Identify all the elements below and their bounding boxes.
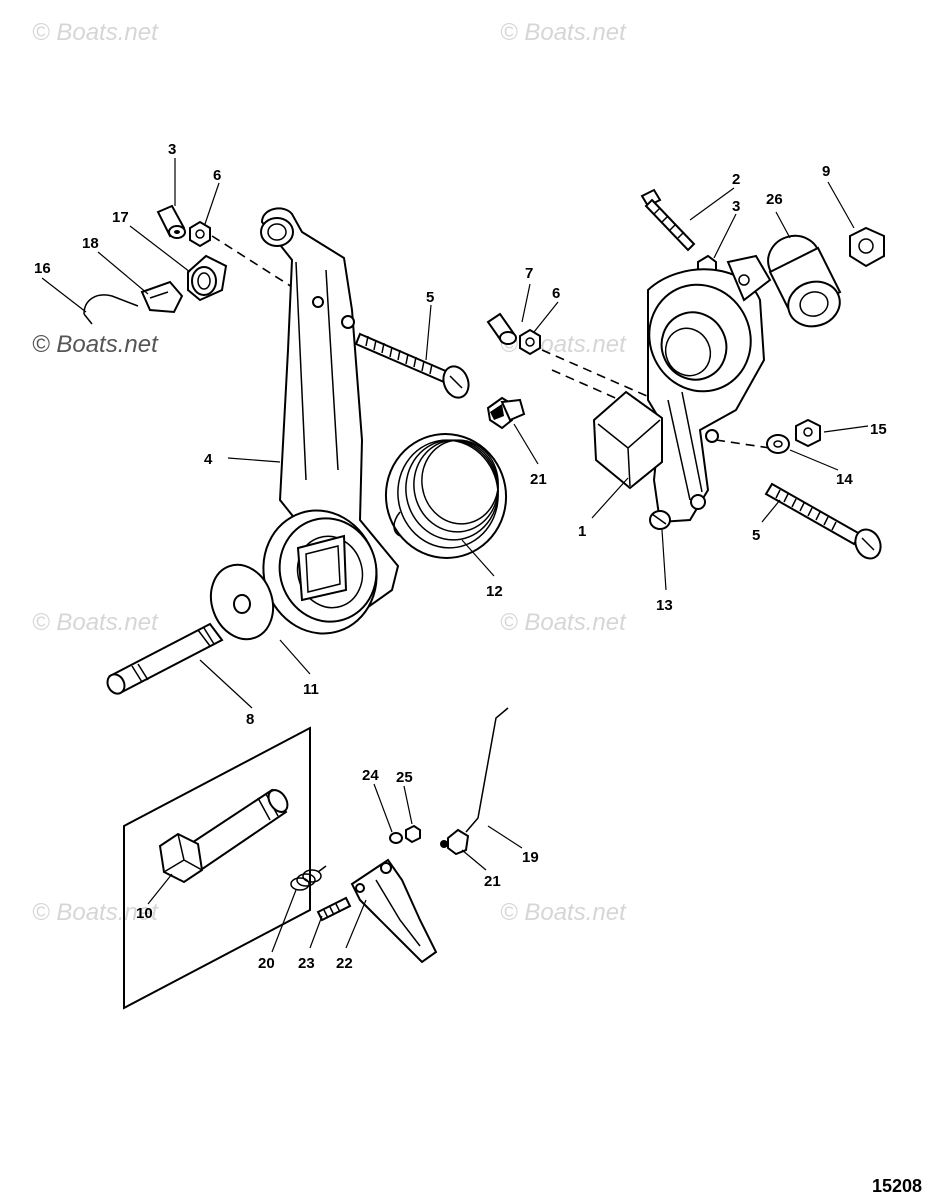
callout-9: 9 bbox=[822, 163, 830, 180]
part-21-fitting-lower bbox=[440, 828, 470, 856]
part-6-nut-right bbox=[519, 328, 541, 356]
callout-21: 21 bbox=[530, 471, 547, 488]
watermarks: © Boats.net © Boats.net © Boats.net © Bo… bbox=[32, 19, 627, 926]
callout-11: 11 bbox=[303, 681, 319, 698]
callout-25: 25 bbox=[396, 769, 413, 786]
watermark: © Boats.net bbox=[500, 899, 627, 926]
watermark: © Boats.net bbox=[500, 609, 627, 636]
part-25-nut bbox=[405, 824, 421, 844]
callout-17: 17 bbox=[112, 209, 129, 226]
part-17-bushing bbox=[187, 254, 228, 302]
callout-20: 20 bbox=[258, 955, 275, 972]
part-4-lever-arm bbox=[260, 207, 400, 635]
part-21-fitting-upper bbox=[486, 396, 526, 430]
part-6-nut-left bbox=[189, 220, 211, 248]
callout-19: 19 bbox=[522, 849, 539, 866]
callout-6: 6 bbox=[552, 285, 560, 302]
part-8-pin bbox=[106, 622, 224, 695]
part-11-washer bbox=[209, 563, 275, 641]
callout-1: 1 bbox=[578, 523, 586, 540]
watermark: © Boats.net bbox=[32, 19, 159, 46]
part-16-rod bbox=[83, 294, 139, 325]
part-7-cap-right bbox=[486, 312, 517, 345]
callout-12: 12 bbox=[486, 583, 503, 600]
alignment-line bbox=[715, 439, 771, 449]
callout-18: 18 bbox=[82, 235, 99, 252]
part-23-pin bbox=[316, 896, 352, 922]
part-10-bolt-inset bbox=[123, 726, 311, 1010]
part-1-bracket bbox=[592, 254, 772, 524]
callout-24: 24 bbox=[362, 767, 379, 784]
part-13-pin bbox=[649, 510, 671, 530]
callout-16: 16 bbox=[34, 260, 51, 277]
alignment-line bbox=[211, 235, 301, 293]
watermark: © Boats.net bbox=[32, 331, 159, 358]
figure-number: 15208 bbox=[872, 1176, 922, 1196]
part-15-nut bbox=[795, 418, 821, 448]
watermark: © Boats.net bbox=[32, 899, 159, 926]
callout-7: 3 bbox=[168, 141, 176, 158]
callout-4: 4 bbox=[204, 451, 213, 468]
part-22-lever bbox=[350, 858, 438, 964]
watermark: © Boats.net bbox=[32, 609, 159, 636]
alignment-line bbox=[551, 369, 621, 401]
leader-lines bbox=[41, 158, 869, 953]
part-20-spring bbox=[290, 865, 327, 891]
callout-3: 3 bbox=[732, 198, 740, 215]
callout-10: 10 bbox=[136, 905, 153, 922]
callout-5: 5 bbox=[752, 527, 760, 544]
part-2-screw bbox=[640, 188, 696, 252]
part-7-cap-left bbox=[156, 204, 186, 239]
alignment-line bbox=[541, 349, 657, 401]
callout-5: 5 bbox=[426, 289, 434, 306]
part-19-rod bbox=[465, 707, 509, 833]
callout-22: 22 bbox=[336, 955, 353, 972]
callout-7: 7 bbox=[525, 265, 533, 282]
callout-6: 6 bbox=[213, 167, 221, 184]
part-12-spring bbox=[384, 433, 508, 559]
part-14-washer bbox=[766, 434, 790, 454]
callouts: 3 6 17 18 16 5 4 12 11 8 21 7 6 2 3 26 9… bbox=[34, 141, 887, 972]
callout-8: 8 bbox=[246, 711, 254, 728]
part-18-link bbox=[140, 280, 184, 314]
part-5-screw-right bbox=[764, 482, 882, 560]
callout-26: 26 bbox=[766, 191, 783, 208]
part-26-sleeve bbox=[767, 234, 842, 328]
callout-21: 21 bbox=[484, 873, 501, 890]
part-9-nut bbox=[849, 226, 885, 268]
watermark: © Boats.net bbox=[500, 19, 627, 46]
callout-15: 15 bbox=[870, 421, 887, 438]
callout-23: 23 bbox=[298, 955, 315, 972]
callout-2: 2 bbox=[732, 171, 740, 188]
part-5-screw-left bbox=[354, 332, 470, 399]
part-24-washer bbox=[389, 832, 403, 844]
callout-13: 13 bbox=[656, 597, 673, 614]
callout-14: 14 bbox=[836, 471, 853, 488]
